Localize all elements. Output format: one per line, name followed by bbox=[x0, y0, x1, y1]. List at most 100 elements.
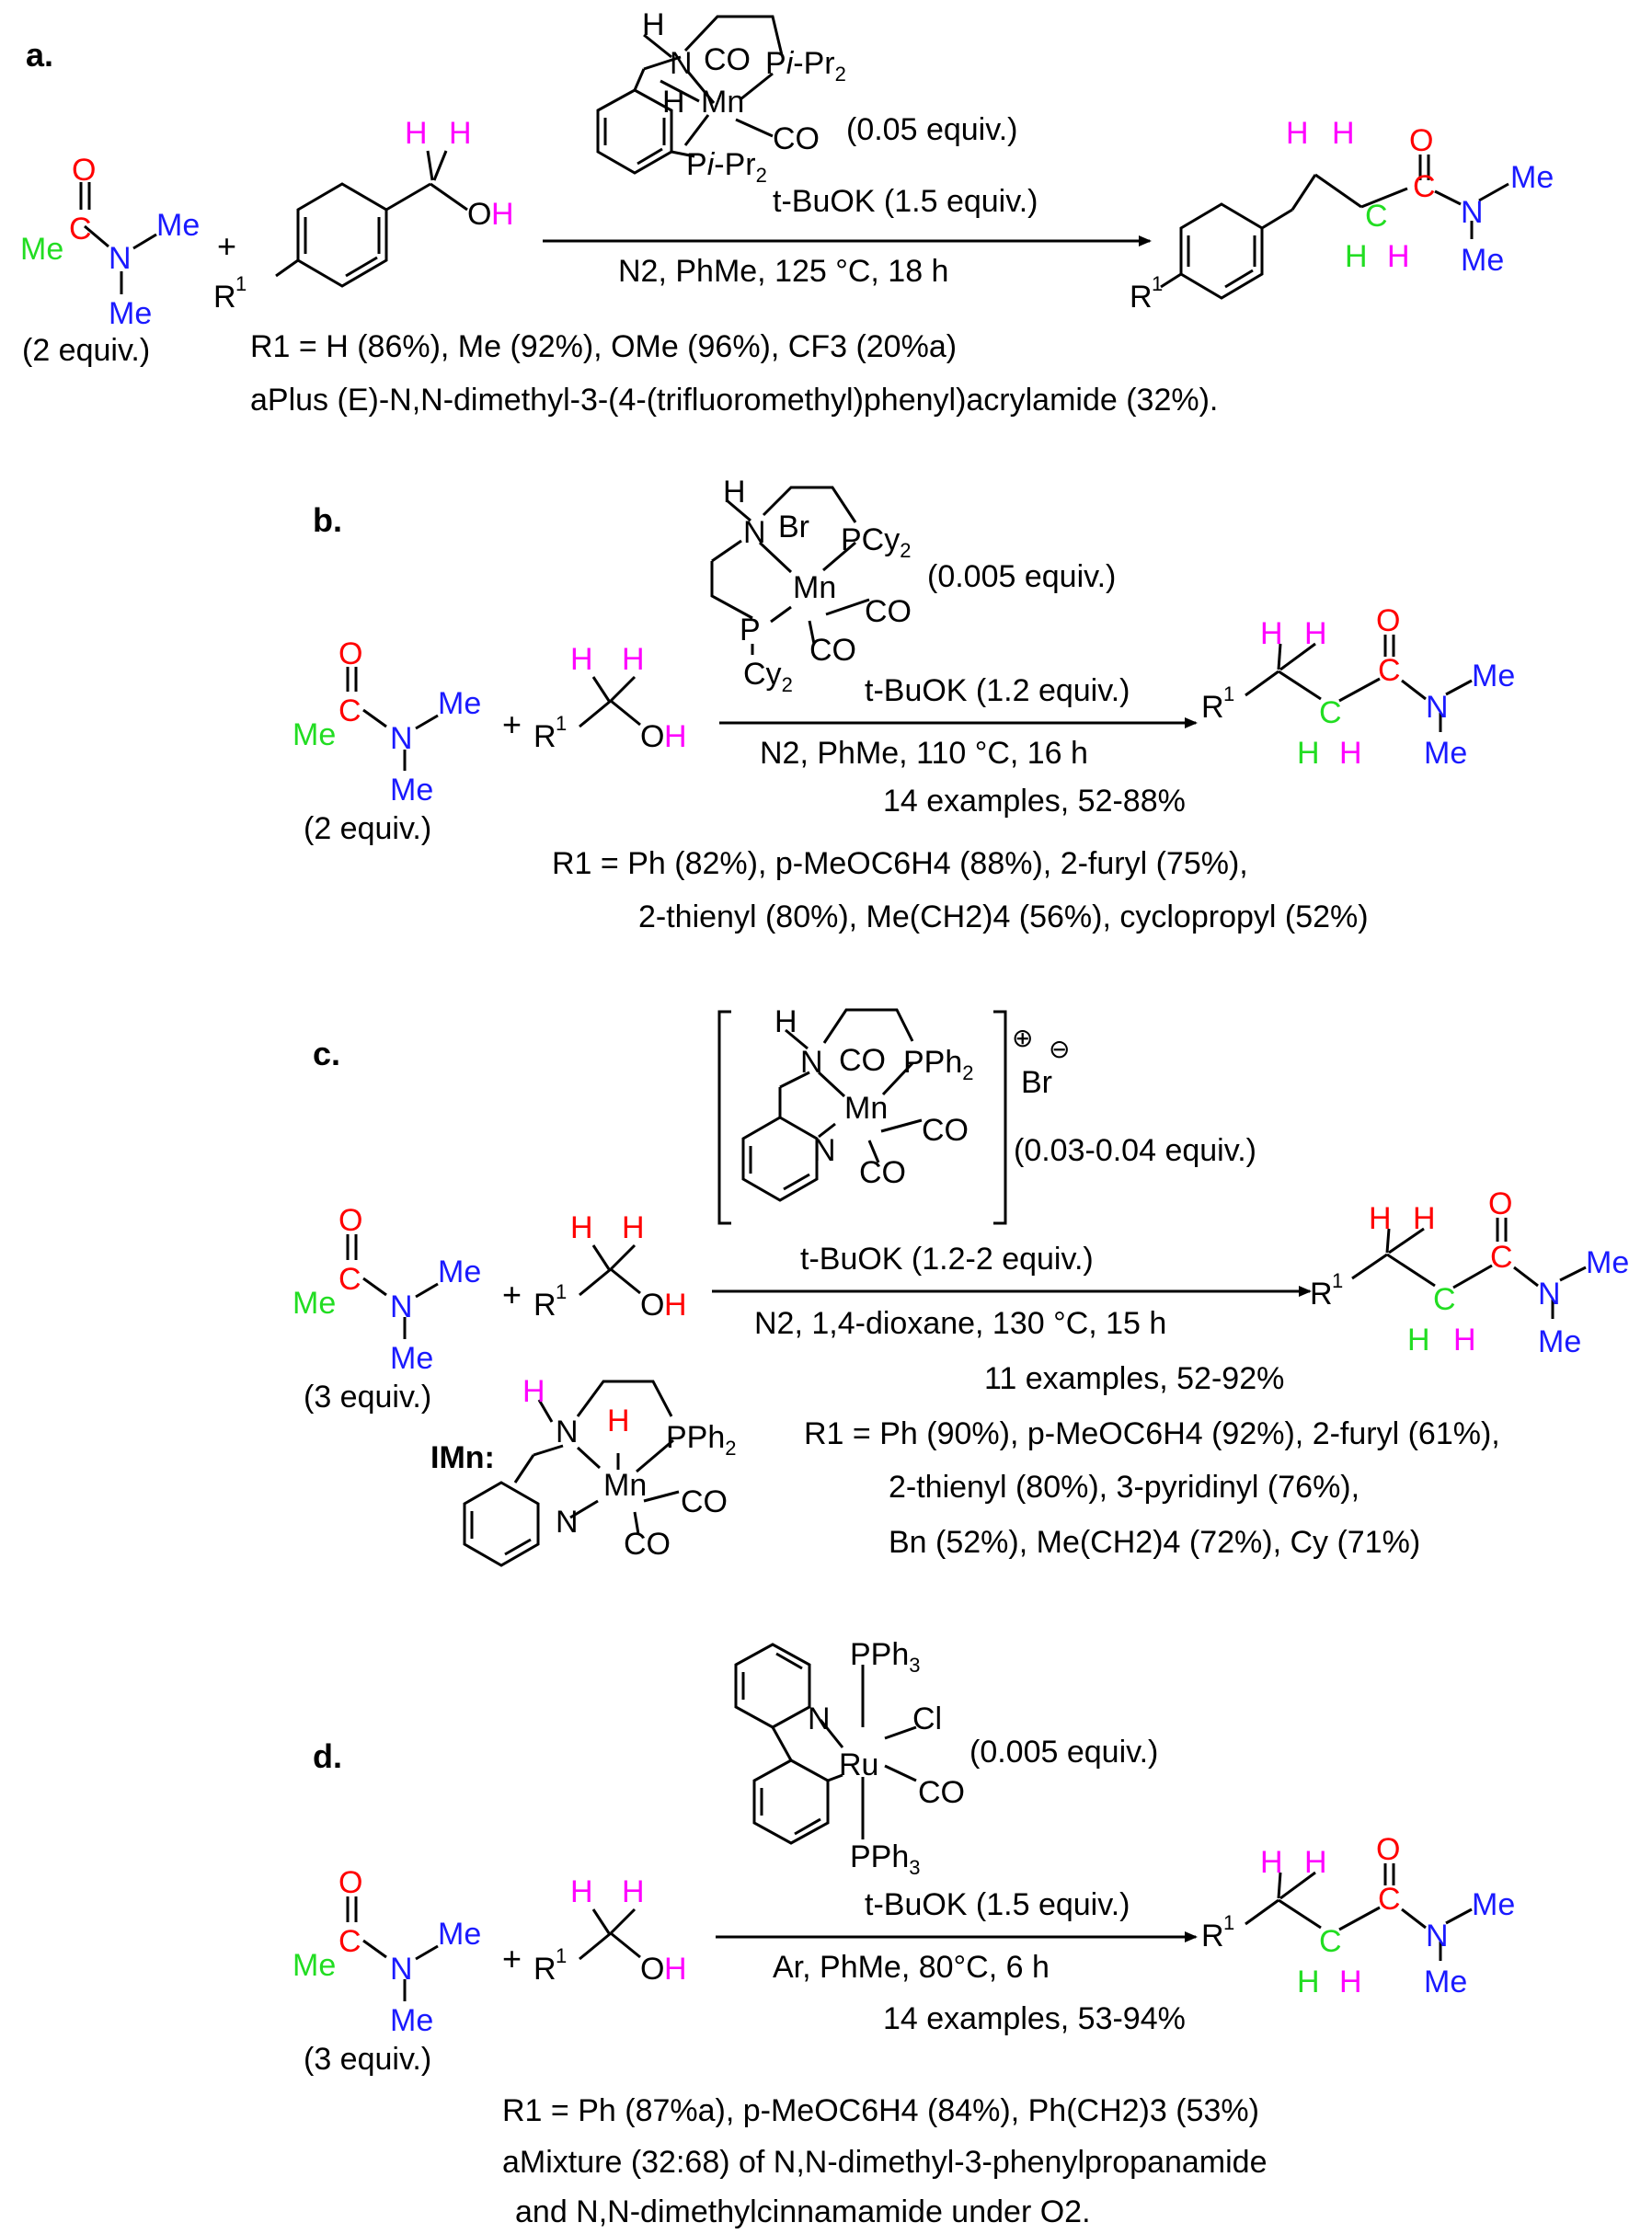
svg-text:+: + bbox=[502, 1940, 522, 1977]
svg-text:Me: Me bbox=[1461, 243, 1504, 278]
panel-b-label: b. bbox=[313, 501, 342, 539]
amide-equiv-d: (3 equiv.) bbox=[304, 2042, 431, 2077]
benzyl-alcohol-a bbox=[275, 182, 468, 288]
cat-loading-d: (0.005 equiv.) bbox=[969, 1735, 1158, 1770]
svg-text:R: R bbox=[1201, 1919, 1224, 1953]
svg-text:Me: Me bbox=[438, 1917, 481, 1952]
svg-text:Mn: Mn bbox=[603, 1468, 647, 1503]
svg-text:O: O bbox=[338, 636, 362, 671]
scope-c-3: Bn (52%), Me(CH2)4 (72%), Cy (71%) bbox=[889, 1525, 1420, 1560]
footnote-d-1: aMixture (32:68) of N,N-dimethyl-3-pheny… bbox=[502, 2145, 1268, 2180]
svg-text:N: N bbox=[390, 1289, 413, 1324]
mn-catalyst-c bbox=[717, 1008, 1007, 1225]
svg-text:C: C bbox=[1490, 1240, 1513, 1275]
svg-text:C: C bbox=[1433, 1282, 1456, 1317]
panel-d-label: d. bbox=[313, 1737, 342, 1775]
svg-text:H: H bbox=[723, 475, 746, 510]
svg-text:Mn: Mn bbox=[844, 1091, 888, 1126]
svg-text:R: R bbox=[533, 719, 556, 754]
svg-text:N: N bbox=[1426, 690, 1449, 725]
svg-text:Me: Me bbox=[390, 773, 433, 808]
svg-text:1: 1 bbox=[235, 272, 247, 295]
svg-text:Pi-Pr2: Pi-Pr2 bbox=[765, 46, 846, 86]
scope-a: R1 = H (86%), Me (92%), OMe (96%), CF3 (… bbox=[250, 329, 957, 364]
panel-a: a. O Me C N Me Me (2 equiv.) + H bbox=[20, 7, 1554, 418]
svg-text:O: O bbox=[338, 1203, 362, 1238]
svg-text:O: O bbox=[640, 1288, 664, 1323]
svg-text:N: N bbox=[1461, 195, 1484, 230]
dimethylacetamide-d: O Me C N Me Me (3 equiv.) bbox=[293, 1865, 481, 2077]
scope-b-2: 2-thienyl (80%), Me(CH2)4 (56%), cyclopr… bbox=[638, 899, 1369, 934]
svg-text:1: 1 bbox=[1223, 682, 1234, 705]
svg-text:Me: Me bbox=[390, 1341, 433, 1376]
svg-text:O: O bbox=[1376, 603, 1400, 638]
scope-b-1: R1 = Ph (82%), p-MeOC6H4 (88%), 2-furyl … bbox=[552, 846, 1248, 881]
svg-text:H: H bbox=[1286, 116, 1309, 151]
svg-text:P: P bbox=[740, 613, 761, 647]
svg-text:+: + bbox=[502, 1276, 522, 1313]
svg-text:⊕: ⊕ bbox=[1012, 1024, 1033, 1052]
svg-text:CO: CO bbox=[839, 1043, 886, 1078]
examples-d: 14 examples, 53-94% bbox=[883, 2001, 1186, 2036]
svg-text:N: N bbox=[800, 1045, 823, 1080]
dimethylacetamide-c: O Me C N Me Me (3 equiv.) bbox=[293, 1203, 481, 1415]
svg-text:H: H bbox=[1407, 1323, 1430, 1358]
svg-text:O: O bbox=[338, 1865, 362, 1900]
svg-text:R: R bbox=[1310, 1277, 1333, 1312]
svg-text:Br: Br bbox=[778, 510, 809, 544]
svg-text:Me: Me bbox=[20, 232, 63, 267]
svg-text:N: N bbox=[109, 241, 132, 276]
mn-catalyst-b bbox=[710, 486, 870, 655]
base-a: t-BuOK (1.5 equiv.) bbox=[773, 184, 1038, 219]
svg-text:H: H bbox=[1387, 239, 1410, 274]
svg-text:H: H bbox=[1339, 736, 1362, 771]
svg-text:H: H bbox=[570, 1874, 593, 1909]
svg-text:H: H bbox=[622, 1874, 645, 1909]
svg-text:C: C bbox=[1319, 1924, 1342, 1959]
svg-text:H: H bbox=[1304, 1845, 1327, 1880]
svg-text:H: H bbox=[1297, 736, 1320, 771]
svg-text:H: H bbox=[1339, 1965, 1362, 1999]
svg-text:N: N bbox=[670, 46, 693, 81]
svg-text:H: H bbox=[570, 642, 593, 677]
svg-text:Me: Me bbox=[1586, 1245, 1629, 1280]
examples-b: 14 examples, 52-88% bbox=[883, 784, 1186, 819]
svg-text:H: H bbox=[491, 197, 514, 232]
svg-text:PCy2: PCy2 bbox=[841, 522, 911, 562]
base-c: t-BuOK (1.2-2 equiv.) bbox=[800, 1242, 1094, 1277]
intermediate-label-c: IMn: bbox=[430, 1440, 495, 1475]
svg-text:Me: Me bbox=[1510, 160, 1554, 195]
svg-text:CO: CO bbox=[773, 121, 820, 156]
svg-text:Cy2: Cy2 bbox=[743, 657, 793, 696]
footnote-a: aPlus (E)-N,N-dimethyl-3-(4-(trifluorome… bbox=[250, 383, 1218, 418]
svg-text:CO: CO bbox=[865, 594, 912, 629]
svg-text:H: H bbox=[1304, 616, 1327, 651]
svg-text:CO: CO bbox=[809, 633, 856, 668]
svg-text:R: R bbox=[533, 1952, 556, 1987]
svg-text:Me: Me bbox=[1424, 1965, 1467, 1999]
svg-text:⊖: ⊖ bbox=[1049, 1035, 1070, 1063]
panel-a-label: a. bbox=[26, 36, 53, 74]
amide-equiv-c: (3 equiv.) bbox=[304, 1380, 431, 1415]
svg-text:C: C bbox=[1378, 653, 1401, 688]
svg-text:N: N bbox=[808, 1701, 831, 1736]
conditions-c: N2, 1,4-dioxane, 130 °C, 15 h bbox=[754, 1306, 1166, 1341]
cat-loading-a: (0.05 equiv.) bbox=[846, 112, 1017, 147]
product-a bbox=[1160, 155, 1509, 300]
svg-text:O: O bbox=[640, 719, 664, 754]
svg-text:C: C bbox=[338, 1924, 361, 1959]
svg-text:H: H bbox=[622, 642, 645, 677]
svg-text:CO: CO bbox=[704, 42, 751, 77]
svg-text:H: H bbox=[607, 1403, 630, 1438]
svg-text:H: H bbox=[774, 1004, 797, 1039]
svg-text:H: H bbox=[664, 719, 687, 754]
svg-text:1: 1 bbox=[1332, 1269, 1343, 1292]
svg-text:Me: Me bbox=[438, 1254, 481, 1289]
svg-text:1: 1 bbox=[556, 1944, 567, 1967]
svg-text:O: O bbox=[1488, 1186, 1512, 1221]
svg-text:CO: CO bbox=[624, 1527, 671, 1562]
svg-text:CO: CO bbox=[922, 1113, 969, 1148]
svg-text:Me: Me bbox=[293, 1286, 336, 1321]
svg-text:CO: CO bbox=[859, 1155, 906, 1190]
